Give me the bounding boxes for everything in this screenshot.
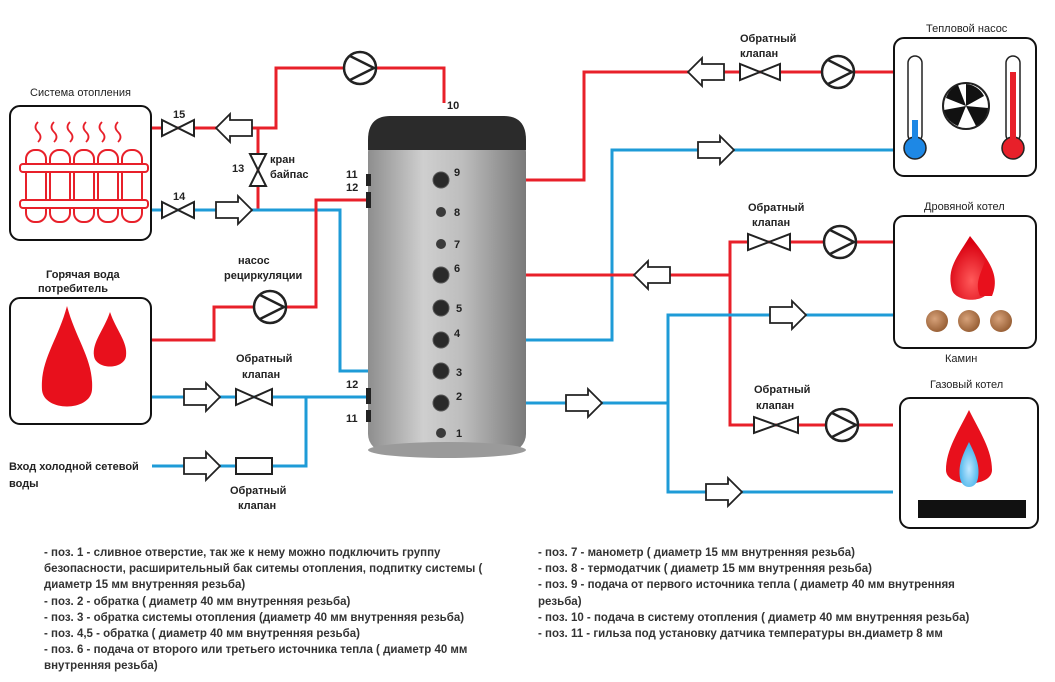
drop-large-icon xyxy=(41,306,93,407)
port-2 xyxy=(432,394,450,412)
pump-gas-boiler xyxy=(824,407,860,443)
label-wood-boiler: Дровяной котел xyxy=(924,201,1005,213)
port-9 xyxy=(432,171,450,189)
flow-arrows xyxy=(183,55,808,509)
label-recirc-2: рециркуляции xyxy=(224,270,302,282)
label-check-cold-2: клапан xyxy=(238,500,276,512)
num-12-bottom: 12 xyxy=(346,379,358,391)
num-5: 5 xyxy=(456,303,462,315)
port-5 xyxy=(432,299,450,317)
num-11-bottom: 11 xyxy=(346,413,358,425)
label-check-gas-1: Обратный xyxy=(754,384,810,396)
num-15: 15 xyxy=(173,109,185,121)
note-pos-11: - поз. 11 - гильза под установку датчика… xyxy=(538,628,943,641)
valve-15 xyxy=(161,118,195,138)
cold-thermometer-icon xyxy=(903,55,927,160)
label-check-wood-1: Обратный xyxy=(748,202,804,214)
pipe-pos4-heat-pump xyxy=(448,148,893,342)
label-bypass-1: кран xyxy=(270,154,295,166)
note-pos-10: - поз. 10 - подача в систему отопления (… xyxy=(538,611,970,624)
check-valve-gas xyxy=(753,415,799,435)
port-8 xyxy=(436,207,446,217)
label-check-hp-1: Обратный xyxy=(740,33,796,45)
valve-13-bypass xyxy=(248,153,268,187)
label-check-hp-2: клапан xyxy=(740,48,778,60)
num-6: 6 xyxy=(454,263,460,275)
port-1 xyxy=(436,428,446,438)
num-10: 10 xyxy=(447,100,459,112)
label-check-cold-1: Обратный xyxy=(230,485,286,497)
pump-heating-supply xyxy=(342,50,378,86)
check-valve-cold xyxy=(235,457,273,475)
legend-notes-right: - поз. 7 - манометр ( диаметр 15 мм внут… xyxy=(538,545,978,642)
log-icon xyxy=(926,310,948,332)
pipe-cold-inlet xyxy=(152,397,308,468)
hot-water-consumer-box xyxy=(9,297,152,425)
pipe-gas-return xyxy=(666,403,893,494)
note-pos-3: - поз. 3 - обратка системы отопления (ди… xyxy=(44,611,465,624)
pump-wood-boiler xyxy=(822,224,858,260)
num-9: 9 xyxy=(454,167,460,179)
label-fireplace: Камин xyxy=(945,353,977,365)
num-4: 4 xyxy=(454,328,461,340)
log-icon xyxy=(958,310,980,332)
label-recirc-1: насос xyxy=(238,255,270,267)
heat-pump-box xyxy=(893,37,1037,177)
label-check-wood-2: клапан xyxy=(752,217,790,229)
note-pos-4-5: - поз. 4,5 - обратка ( диаметр 40 мм вну… xyxy=(44,628,360,641)
port-4 xyxy=(432,331,450,349)
drop-small-icon xyxy=(93,312,127,367)
note-pos-7: - поз. 7 - манометр ( диаметр 15 мм внут… xyxy=(538,547,855,559)
gas-boiler-box xyxy=(899,397,1039,529)
num-8: 8 xyxy=(454,207,460,219)
label-cold-water-1: Вход холодной сетевой xyxy=(9,461,139,473)
hot-thermometer-icon xyxy=(1001,55,1025,160)
label-cold-water-2: воды xyxy=(9,478,39,490)
pump-heat-pump xyxy=(820,54,856,90)
num-1: 1 xyxy=(456,428,462,440)
port-7 xyxy=(436,239,446,249)
valve-14 xyxy=(161,200,195,220)
num-13: 13 xyxy=(232,163,244,175)
check-valve-heat-pump xyxy=(739,62,781,82)
label-check-gas-2: клапан xyxy=(756,400,794,412)
heating-system-box xyxy=(9,105,152,241)
label-heating-system: Система отопления xyxy=(30,87,131,99)
port-6 xyxy=(432,266,450,284)
note-pos-2: - поз. 2 - обратка ( диаметр 40 мм внутр… xyxy=(44,595,351,608)
num-3: 3 xyxy=(456,367,462,379)
label-check-hot-1: Обратный xyxy=(236,353,292,365)
label-hot-water-2: потребитель xyxy=(38,283,108,295)
legend-notes-left: - поз. 1 - сливное отверстие, так же к н… xyxy=(44,545,494,675)
label-gas-boiler: Газовый котел xyxy=(930,379,1003,391)
log-icon xyxy=(990,310,1012,332)
port-3 xyxy=(432,362,450,380)
note-pos-9: - поз. 9 - подача от первого источника т… xyxy=(538,579,955,608)
pump-recirculation xyxy=(252,289,288,325)
note-pos-8: - поз. 8 - термодатчик ( диаметр 15 мм в… xyxy=(538,563,872,576)
check-valve-wood xyxy=(747,232,791,252)
label-heat-pump: Тепловой насос xyxy=(926,23,1008,35)
label-hot-water-1: Горячая вода xyxy=(46,269,121,281)
storage-tank xyxy=(366,116,526,458)
num-11-top: 11 xyxy=(346,169,358,181)
note-pos-6: - поз. 6 - подача от второго или третьег… xyxy=(44,644,468,673)
fan-icon xyxy=(942,82,990,130)
label-check-hot-2: клапан xyxy=(242,369,280,381)
pipe-gas-supply xyxy=(728,275,893,427)
burner-bar xyxy=(918,500,1026,518)
num-14: 14 xyxy=(173,191,186,203)
num-2: 2 xyxy=(456,391,462,403)
label-bypass-2: байпас xyxy=(270,169,309,181)
num-12-top: 12 xyxy=(346,182,358,194)
pipe-pos6-boilers xyxy=(448,240,893,277)
pipe-supply-heating xyxy=(258,66,446,130)
num-7: 7 xyxy=(454,239,460,251)
check-valve-hot xyxy=(235,387,273,407)
note-pos-1: - поз. 1 - сливное отверстие, так же к н… xyxy=(44,547,483,592)
wood-boiler-box xyxy=(893,215,1037,349)
